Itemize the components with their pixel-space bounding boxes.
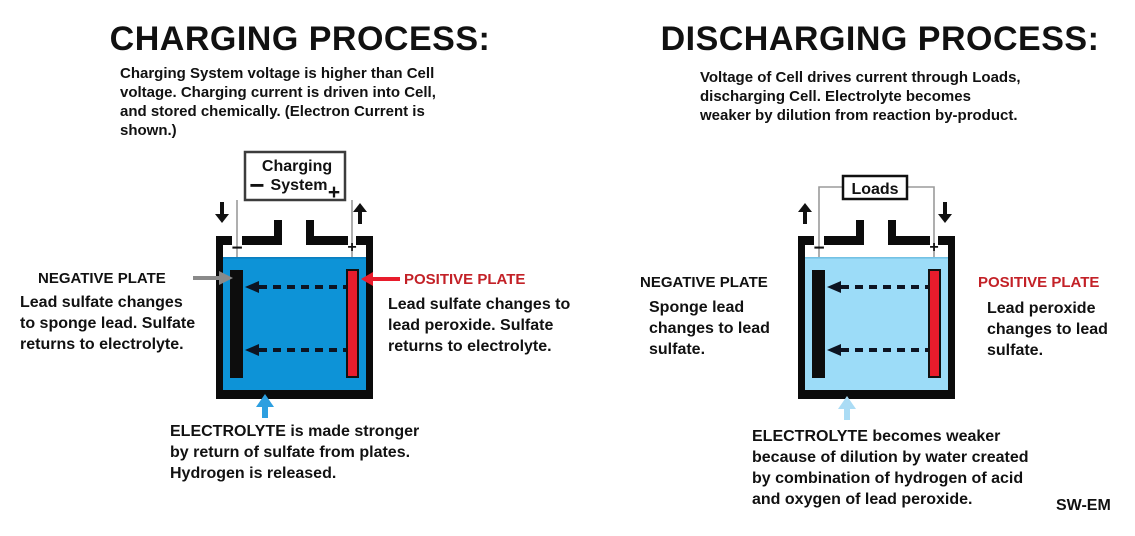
charging-system-label-line2: System [271,177,328,194]
electron-flow-arrows [245,281,346,356]
electrolyte-strong [223,257,366,390]
discharging-description: Voltage of Cell drives current through L… [700,69,1021,124]
electrolyte-weak [805,257,948,390]
electrolyte-weak-arrow [838,396,856,420]
electron-flow-arrows-discharge [827,281,928,356]
cell-container-discharge [798,220,955,399]
positive-terminal-symbol-discharge: + [929,239,938,256]
discharging-electrolyte-note: ELECTROLYTE becomes weaker because of di… [752,428,1029,508]
loads-label: Loads [851,181,898,198]
discharging-positive-plate-heading: POSITIVE PLATE [978,274,1100,291]
watermark: SW-EM [1056,497,1111,514]
discharging-positive-plate-text: Lead peroxide changes to lead sulfate. [987,300,1108,359]
charging-positive-plate-text: Lead sulfate changes to lead peroxide. S… [388,296,571,355]
charging-system-box [243,150,347,202]
charging-negative-plate-text: Lead sulfate changes to sponge lead. Sul… [20,294,196,353]
charging-description: Charging System voltage is higher than C… [120,65,436,139]
discharging-negative-plate-heading: NEGATIVE PLATE [640,274,768,291]
charging-negative-plate-heading: NEGATIVE PLATE [38,270,166,287]
positive-plate-pointer-arrow [361,272,400,286]
positive-plate-bar-discharge [928,269,941,378]
negative-plate-pointer-arrow [193,271,233,285]
cell-container [216,220,373,399]
negative-terminal-symbol-discharge: − [813,238,824,259]
charging-electrolyte-note: ELECTROLYTE is made stronger by return o… [170,423,420,482]
charging-system-label-line1: Charging [262,158,332,175]
discharging-wire-positive [907,186,935,270]
discharging-wire-negative [818,186,843,270]
positive-plate-bar [346,269,359,378]
charging-positive-plate-heading: POSITIVE PLATE [404,271,526,288]
charging-title: CHARGING PROCESS: [109,20,491,58]
negative-plate-bar-discharge [812,270,825,378]
current-down-arrow [215,202,229,223]
discharging-circuit: Loads [798,174,955,420]
negative-plate-bar [230,270,243,378]
current-down-arrow-discharge [938,202,952,223]
discharging-title: DISCHARGING PROCESS: [660,20,1100,58]
discharging-negative-plate-text: Sponge lead changes to lead sulfate. [649,299,770,358]
loads-box [841,174,909,201]
electrolyte-strong-arrow [256,394,274,418]
charging-circuit: Charging System − + [193,150,400,418]
current-up-arrow [353,203,367,224]
negative-terminal-symbol: − [231,238,242,259]
charging-system-plus-symbol: + [328,181,340,204]
current-up-arrow-discharge [798,203,812,224]
positive-terminal-symbol: + [347,239,356,256]
charging-system-minus-symbol: − [249,170,264,200]
